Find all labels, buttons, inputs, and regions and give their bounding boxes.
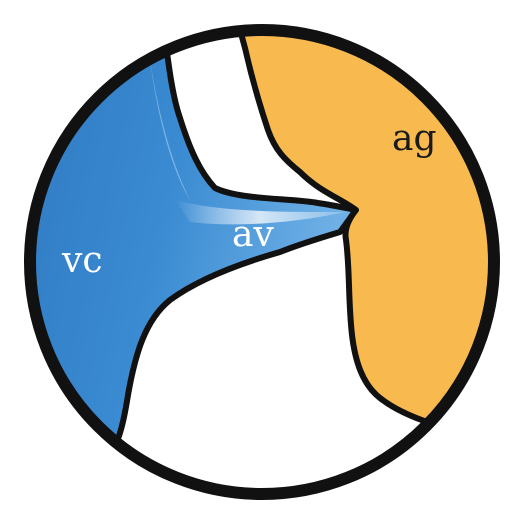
label-ag: ag xyxy=(392,118,437,159)
label-vc: vc xyxy=(61,240,103,281)
label-av: av xyxy=(232,214,274,255)
